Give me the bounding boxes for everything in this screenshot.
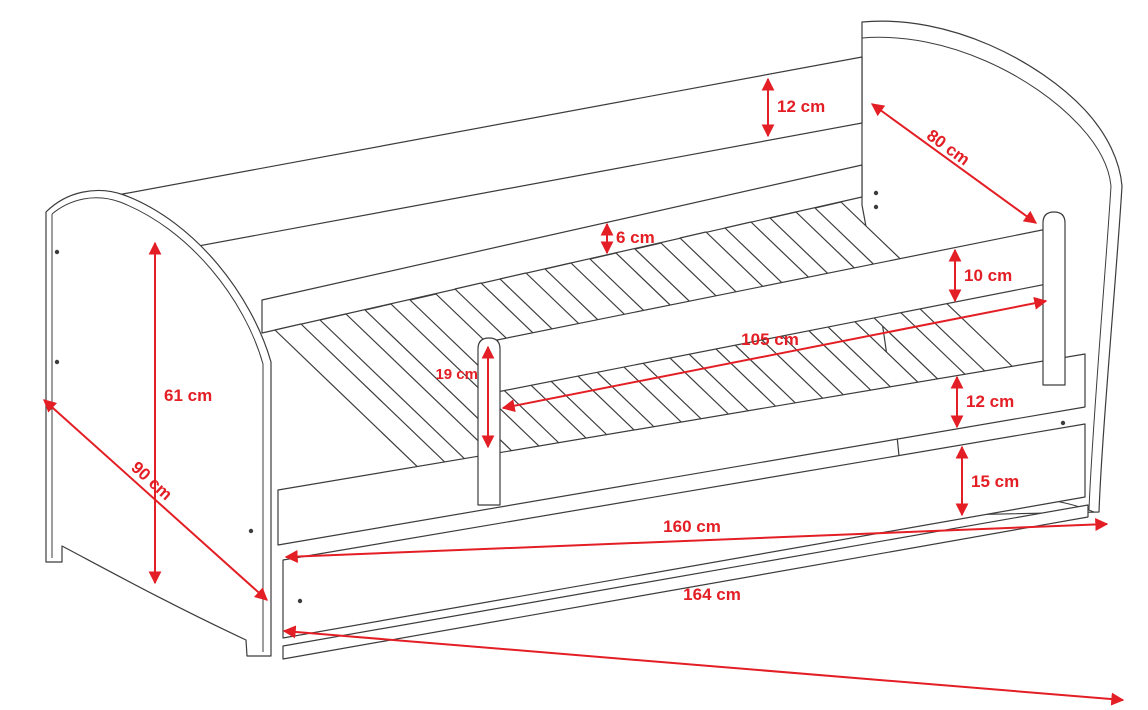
dimension-label-guard-height: 19 cm [435,366,478,383]
screw-dot [873,204,879,210]
dimension-arrow-guard-length [501,296,1048,413]
screw-dot [1060,420,1066,426]
dimension-label-side-rail-height: 12 cm [966,392,1014,411]
screw-dot [873,190,879,196]
dimension-arrow-internal-length [284,517,1109,564]
slat-support-rail [261,164,863,334]
screw-dot [54,359,60,365]
dimension-label-back-rail-height: 12 cm [777,97,825,116]
footboard-panel [45,189,272,657]
dimension-label-slat-frame-height: 6 cm [616,228,655,247]
dimension-label-internal-length: 160 cm [663,517,721,536]
dimension-label-drawer-front-height: 15 cm [971,472,1019,491]
dimension-arrow-external-length [282,625,1125,706]
screw-dot [54,249,60,255]
dimension-arrow-bed-width [870,103,1038,224]
dimension-label-guard-plank-width: 10 cm [964,266,1012,285]
guard-rail-post-right [1042,211,1066,386]
screw-dot [248,528,254,534]
screw-dot [297,598,303,604]
dimension-label-guard-length: 105 cm [741,330,799,349]
dimension-label-external-length: 164 cm [683,585,741,604]
footboard-thickness-edge [51,197,264,652]
headboard-thickness-edge [861,36,1112,511]
dimension-label-footboard-height: 61 cm [164,386,212,405]
dimension-arrow-bed-depth [43,399,268,601]
